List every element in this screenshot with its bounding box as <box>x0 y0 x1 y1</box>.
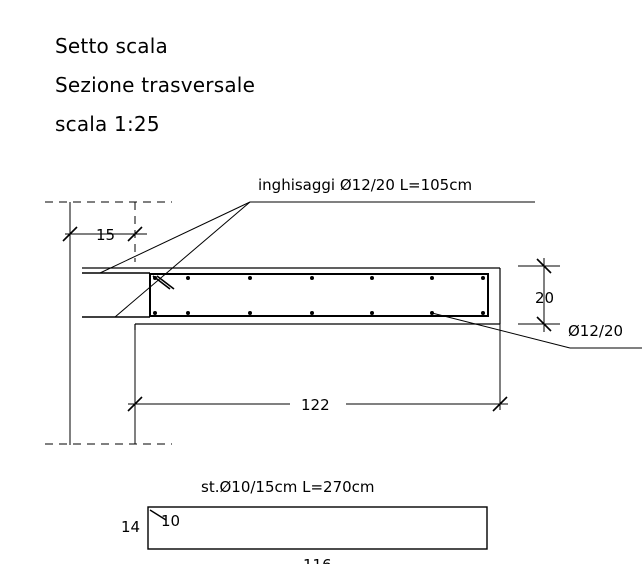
stirrup-length-label: 116 <box>303 556 332 564</box>
dim-length-label: 122 <box>301 396 330 414</box>
title-line-2: Sezione trasversale <box>55 73 256 97</box>
anchor-leader-2 <box>114 201 251 318</box>
stirrup-shape <box>147 506 488 550</box>
rebar-leader <box>431 312 571 349</box>
stirrup-hook-label: 10 <box>161 512 180 530</box>
dim-wall-tick-right <box>127 226 143 242</box>
rebar-label: Ø12/20 <box>568 322 623 340</box>
dim-height-tick-top <box>536 258 552 274</box>
dim-height-tick-bottom <box>536 316 552 332</box>
dim-length-tick-left <box>127 396 143 412</box>
stirrup-hook <box>149 509 167 521</box>
rebar-hook-2 <box>156 275 175 290</box>
anchor-label: inghisaggi Ø12/20 L=105cm <box>258 176 472 194</box>
dim-wall-label: 15 <box>96 226 115 244</box>
dim-wall-tick-left <box>62 226 78 242</box>
anchor-leader-1 <box>99 201 251 274</box>
rebar-cage <box>149 273 489 317</box>
dim-height-label: 20 <box>535 289 554 307</box>
rebar-dots-top <box>153 276 485 280</box>
title-line-3: scala 1:25 <box>55 112 160 136</box>
stirrup-height-label: 14 <box>121 518 140 536</box>
title-line-1: Setto scala <box>55 34 168 58</box>
stirrup-label: st.Ø10/15cm L=270cm <box>201 478 375 496</box>
rebar-dots-bottom <box>153 311 485 315</box>
dim-length-tick-right <box>492 396 508 412</box>
